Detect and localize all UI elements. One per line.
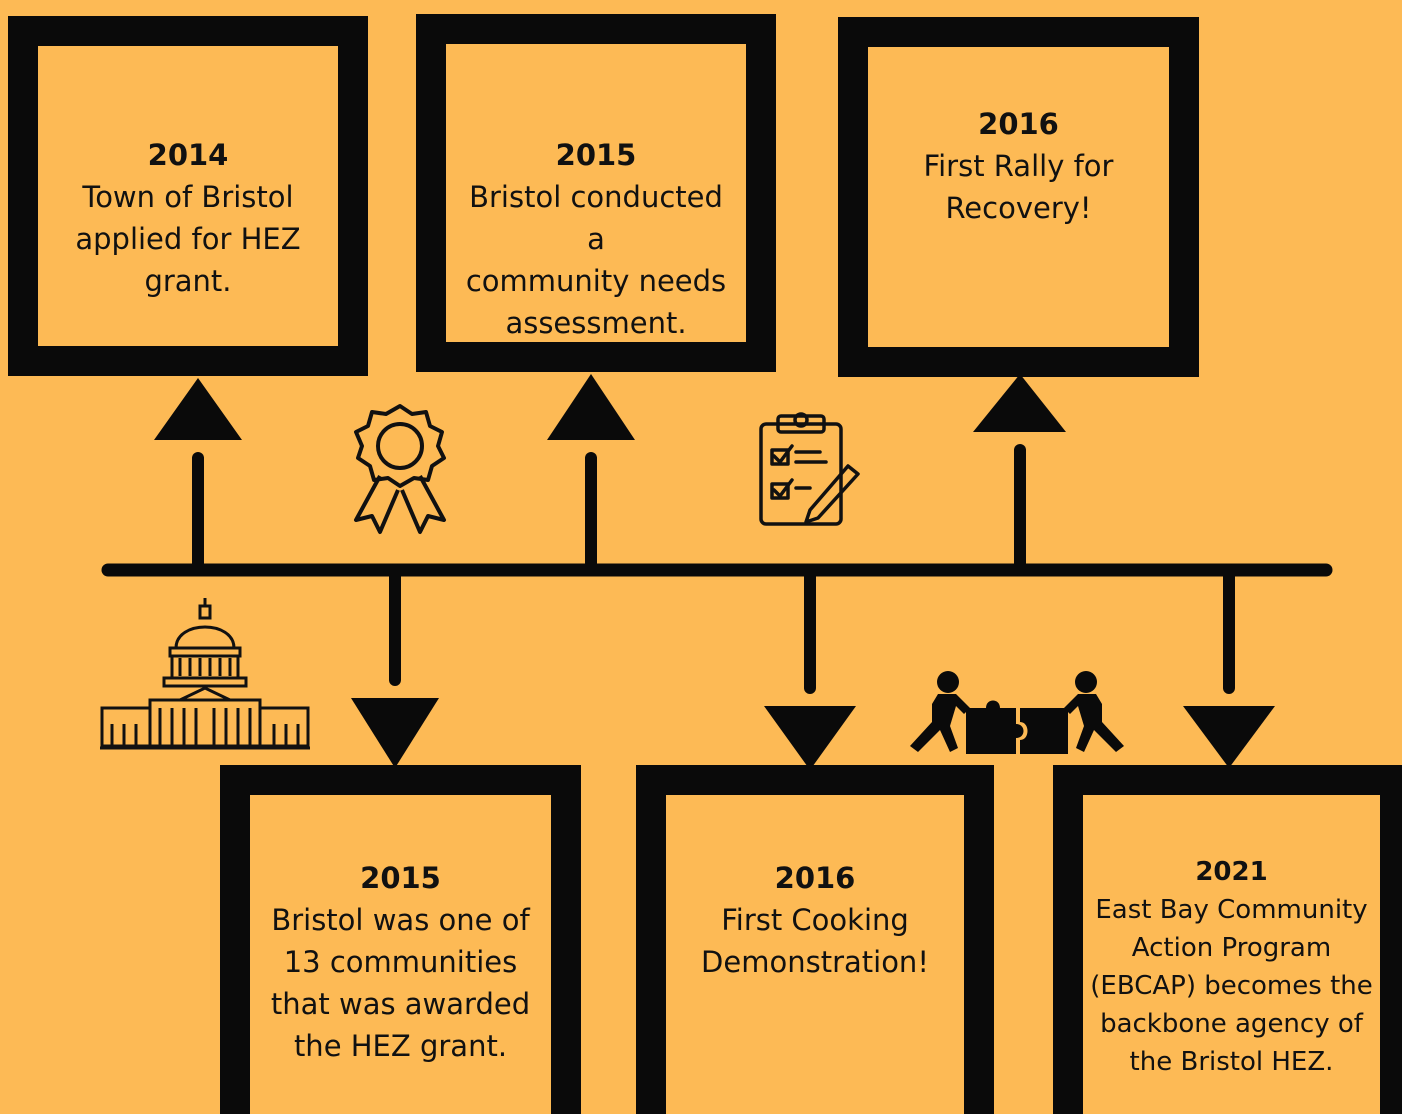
event-year: 2015 bbox=[555, 138, 637, 172]
event-year: 2016 bbox=[774, 861, 856, 895]
connector-up-2015 bbox=[547, 374, 635, 576]
event-description: Bristol was one of 13 communities that w… bbox=[270, 903, 531, 1063]
connector-down-2015 bbox=[351, 564, 439, 768]
capitol-building-icon bbox=[100, 598, 310, 750]
event-year: 2021 bbox=[1195, 857, 1268, 887]
event-card-2015-assessment: 2015 Bristol conducted a community needs… bbox=[416, 14, 776, 372]
event-card-2014: 2014 Town of Bristol applied for HEZ gra… bbox=[8, 16, 368, 376]
event-card-2015-award: 2015 Bristol was one of 13 communities t… bbox=[220, 765, 581, 1114]
connector-down-2021 bbox=[1183, 564, 1275, 768]
event-year: 2015 bbox=[360, 861, 441, 895]
event-description: First Cooking Demonstration! bbox=[701, 903, 929, 979]
event-description: Town of Bristol applied for HEZ grant. bbox=[75, 180, 301, 298]
connector-down-2016 bbox=[764, 564, 856, 770]
event-card-2016-cooking: 2016 First Cooking Demonstration! bbox=[636, 765, 994, 1114]
clipboard-checklist-icon bbox=[759, 412, 860, 526]
event-card-2016-rally: 2016 First Rally for Recovery! bbox=[838, 17, 1199, 377]
event-card-2021: 2021 East Bay Community Action Program (… bbox=[1053, 765, 1402, 1114]
event-description: First Rally for Recovery! bbox=[923, 149, 1114, 225]
award-ribbon-icon bbox=[354, 404, 446, 534]
puzzle-teamwork-icon bbox=[910, 671, 1124, 754]
event-year: 2014 bbox=[147, 138, 229, 172]
event-description: Bristol conducted a community needs asse… bbox=[465, 180, 727, 340]
connector-up-2014 bbox=[154, 378, 242, 576]
event-year: 2016 bbox=[978, 107, 1059, 141]
event-description: East Bay Community Action Program (EBCAP… bbox=[1090, 895, 1373, 1077]
connector-up-2016 bbox=[973, 374, 1066, 576]
